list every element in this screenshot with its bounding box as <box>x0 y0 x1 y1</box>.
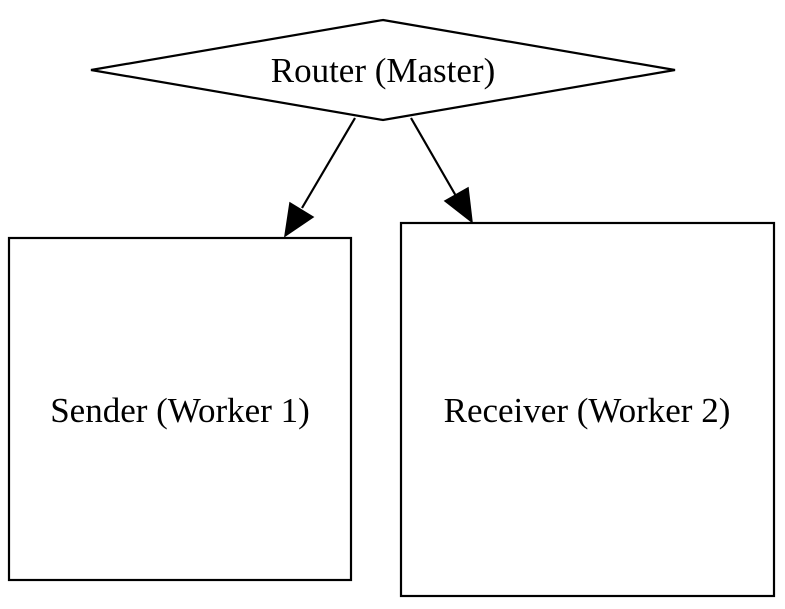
router-node: Router (Master) <box>90 18 676 122</box>
arrowhead-receiver <box>443 186 473 224</box>
edge-line-router-receiver <box>410 117 457 197</box>
sender-label: Sender (Worker 1) <box>50 391 310 430</box>
sender-box-shape <box>7 236 353 582</box>
edge-line-router-sender <box>301 117 356 209</box>
receiver-box-shape <box>399 221 776 598</box>
arrowhead-sender <box>284 201 315 238</box>
router-label: Router (Master) <box>271 51 496 90</box>
edge-router-to-receiver <box>410 117 473 224</box>
edge-router-to-sender <box>284 117 356 238</box>
receiver-node: Receiver (Worker 2) <box>399 221 776 598</box>
sender-node: Sender (Worker 1) <box>7 236 353 582</box>
router-diamond-shape <box>90 18 676 122</box>
receiver-label: Receiver (Worker 2) <box>444 391 731 430</box>
